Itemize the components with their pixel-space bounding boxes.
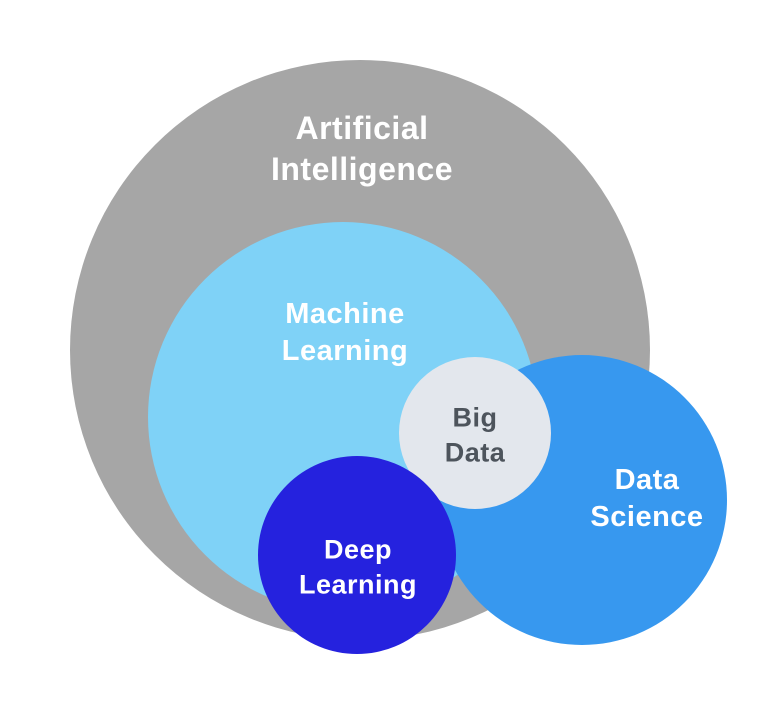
deep-learning-circle	[258, 456, 456, 654]
